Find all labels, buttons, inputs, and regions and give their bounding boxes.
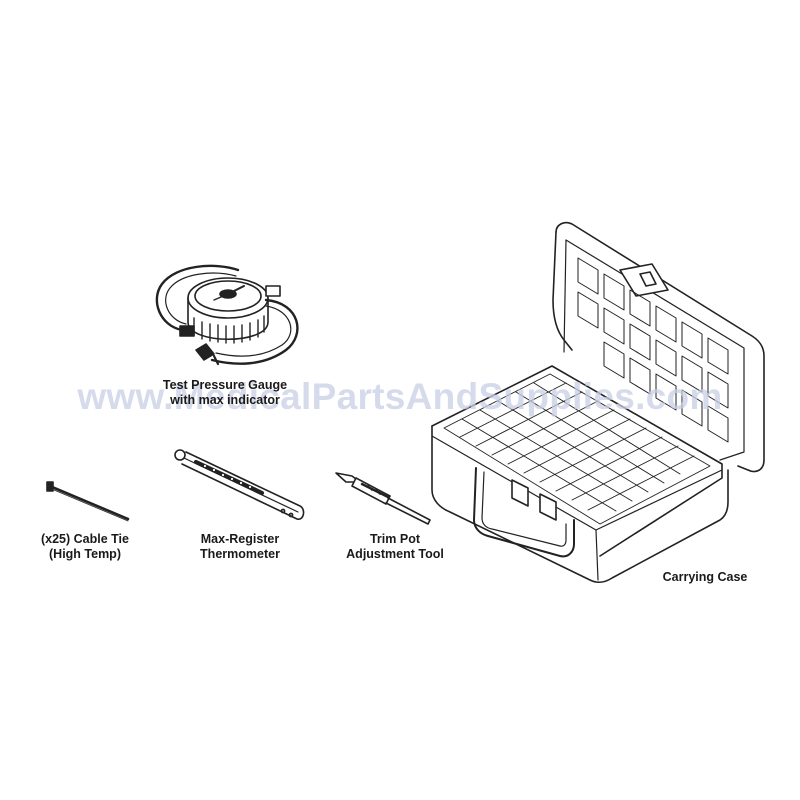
- label-thermometer: Max-Register Thermometer: [170, 532, 310, 562]
- thermometer-drawing: [174, 449, 305, 520]
- pressure-gauge-drawing: [155, 264, 299, 366]
- label-trim-pot: Trim Pot Adjustment Tool: [330, 532, 460, 562]
- label-thermometer-line2: Thermometer: [200, 547, 280, 561]
- label-pressure-gauge-line1: Test Pressure Gauge: [162, 378, 288, 392]
- trim-pot-tool-drawing: [335, 472, 431, 525]
- label-cable-tie: (x25) Cable Tie (High Temp): [20, 532, 150, 562]
- watermark-text: www.MedicalPartsAndSupplies.com: [77, 376, 723, 417]
- label-carrying-case-line1: Carrying Case: [662, 570, 748, 584]
- label-pressure-gauge: Test Pressure Gauge with max indicator: [150, 378, 300, 408]
- cable-tie-drawing: [46, 481, 130, 522]
- label-cable-tie-line1: (x25) Cable Tie: [40, 532, 129, 546]
- carrying-case-drawing: [431, 221, 765, 583]
- label-carrying-case: Carrying Case: [640, 570, 770, 585]
- label-thermometer-line1: Max-Register: [200, 532, 280, 546]
- label-trim-pot-line1: Trim Pot: [369, 532, 420, 546]
- label-trim-pot-line2: Adjustment Tool: [346, 547, 444, 561]
- label-cable-tie-line2: (High Temp): [49, 547, 121, 561]
- label-pressure-gauge-line2: with max indicator: [170, 393, 280, 407]
